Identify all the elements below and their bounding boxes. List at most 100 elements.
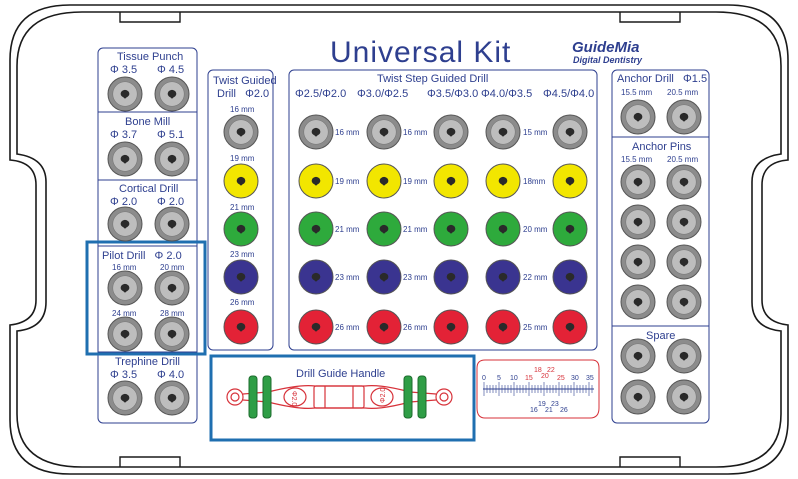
ruler-top-10: 10	[510, 375, 518, 382]
twist-step-socket-r5c2[interactable]	[366, 309, 402, 345]
ruler-top-30: 30	[571, 375, 579, 382]
ruler-top-0: 0	[482, 375, 486, 382]
twist-guided-length-26: 26 mm	[230, 298, 255, 307]
twist-step-socket-r1c2[interactable]	[366, 114, 402, 150]
pilot-drill-b-socket-2[interactable]	[154, 316, 190, 352]
twist-step-socket-r5c1[interactable]	[298, 309, 334, 345]
ruler-bottom-labels: 16 19 21 23 26	[530, 401, 568, 414]
twist-step-socket-r2c2[interactable]	[366, 163, 402, 199]
pilot-drill-a-socket-2[interactable]	[154, 270, 190, 306]
bone-mill-label-2: Φ 5.1	[157, 129, 184, 141]
kit-title: Universal Kit	[330, 36, 511, 69]
twist-guided-socket-4[interactable]	[223, 259, 259, 295]
anchor-pins-socket-1-b[interactable]	[666, 164, 702, 200]
twist-step-diameter-5: Φ4.5/Φ4.0	[543, 88, 594, 100]
twist-step-socket-r1c3[interactable]	[433, 114, 469, 150]
twist-step-socket-r1c1[interactable]	[298, 114, 334, 150]
spare-socket-1-b[interactable]	[666, 338, 702, 374]
twist-step-socket-r2c1[interactable]	[298, 163, 334, 199]
anchor-drill-label-1: 15.5 mm	[621, 88, 652, 97]
trephine-drill-socket-1[interactable]	[107, 380, 143, 416]
anchor-pins-socket-3-a[interactable]	[620, 244, 656, 280]
right-column	[611, 69, 710, 424]
trephine-drill-socket-2[interactable]	[154, 380, 190, 416]
tissue-punch-socket-1[interactable]	[107, 76, 143, 112]
twist-guided-socket-2[interactable]	[223, 163, 259, 199]
pilot-drill-a-socket-1[interactable]	[107, 270, 143, 306]
twist-step-socket-r4c5[interactable]	[552, 259, 588, 295]
cortical-drill-socket-1[interactable]	[107, 206, 143, 242]
ruler-bottom-19: 19	[538, 401, 546, 408]
twist-step-socket-r2c5[interactable]	[552, 163, 588, 199]
tissue-punch-socket-2[interactable]	[154, 76, 190, 112]
ruler-bottom-16: 16	[530, 407, 538, 414]
ruler-top-22: 22	[547, 367, 555, 374]
twist-step-socket-r4c2[interactable]	[366, 259, 402, 295]
drill-guide-handle-title: Drill Guide Handle	[296, 368, 385, 380]
twist-step-diameter-3: Φ3.5/Φ3.0	[427, 88, 478, 100]
anchor-drill-socket-2[interactable]	[666, 99, 702, 135]
anchor-pins-socket-2-b[interactable]	[666, 204, 702, 240]
pilot-drill-title: Pilot Drill Φ 2.0	[102, 250, 182, 262]
cortical-drill-label-1: Φ 2.0	[110, 196, 137, 208]
anchor-pins-socket-1-a[interactable]	[620, 164, 656, 200]
twist-step-socket-r4c3[interactable]	[433, 259, 469, 295]
twist-step-socket-r1c5[interactable]	[552, 114, 588, 150]
step-label-r4c3: 22 mm	[523, 273, 548, 282]
twist-step-socket-r4c4[interactable]	[485, 259, 521, 295]
anchor-pins-socket-4-a[interactable]	[620, 284, 656, 320]
anchor-pins-socket-4-b[interactable]	[666, 284, 702, 320]
cortical-drill-title: Cortical Drill	[119, 183, 178, 195]
step-label-r5c2: 26 mm	[403, 323, 428, 332]
twist-step-diameter-1: Φ2.5/Φ2.0	[295, 88, 346, 100]
twist-guided-socket-1[interactable]	[223, 114, 259, 150]
twist-step-socket-r5c4[interactable]	[485, 309, 521, 345]
step-label-r3c2: 21 mm	[403, 225, 428, 234]
pilot-drill-b-socket-1[interactable]	[107, 316, 143, 352]
spare-socket-1-a[interactable]	[620, 338, 656, 374]
anchor-pins-label-1: 15.5 mm	[621, 155, 652, 164]
twist-step-socket-r2c3[interactable]	[433, 163, 469, 199]
anchor-pins-socket-2-a[interactable]	[620, 204, 656, 240]
twist-guided-socket-3[interactable]	[223, 211, 259, 247]
anchor-pins-socket-3-b[interactable]	[666, 244, 702, 280]
twist-step-socket-r4c1[interactable]	[298, 259, 334, 295]
ruler-ticks	[483, 382, 593, 396]
left-column	[97, 47, 198, 424]
twist-step-socket-r2c4[interactable]	[485, 163, 521, 199]
brand-subtitle: Digital Dentistry	[573, 55, 643, 65]
cortical-drill-socket-2[interactable]	[154, 206, 190, 242]
bone-mill-socket-2[interactable]	[154, 141, 190, 177]
spare-socket-2-b[interactable]	[666, 379, 702, 415]
twist-step-socket-r1c4[interactable]	[485, 114, 521, 150]
ruler-top-18: 18	[534, 367, 542, 374]
twist-step-socket-r3c5[interactable]	[552, 211, 588, 247]
step-label-r5c1: 26 mm	[335, 323, 360, 332]
twist-guided-title-1: Twist Guided	[213, 75, 277, 87]
pilot-drill-label-28: 28 mm	[160, 309, 185, 318]
twist-step-socket-r3c4[interactable]	[485, 211, 521, 247]
ruler-bottom-21: 21	[545, 407, 553, 414]
tray-notches	[119, 12, 681, 467]
spare-socket-2-a[interactable]	[620, 379, 656, 415]
twist-step-socket-r3c1[interactable]	[298, 211, 334, 247]
twist-guided-length-21: 21 mm	[230, 203, 255, 212]
twist-step-socket-r5c3[interactable]	[433, 309, 469, 345]
twist-step-socket-r3c3[interactable]	[433, 211, 469, 247]
twist-step-socket-r3c2[interactable]	[366, 211, 402, 247]
anchor-drill-title: Anchor Drill Φ1.5	[617, 73, 707, 85]
drill-guide-handle[interactable]: Φ2.0 Φ2.0	[226, 375, 453, 419]
twist-guided-socket-5[interactable]	[223, 309, 259, 345]
twist-guided-title-2: Drill Φ2.0	[217, 88, 269, 100]
depth-ruler: 0 5 10 15 18 20 22 25 30 35 16 19 21 23 …	[476, 359, 600, 419]
step-label-r5c3: 25 mm	[523, 323, 548, 332]
anchor-drill-socket-1[interactable]	[620, 99, 656, 135]
twist-step-socket-r5c5[interactable]	[552, 309, 588, 345]
twist-guided-panel	[207, 69, 274, 351]
socket-group	[107, 76, 702, 416]
bone-mill-socket-1[interactable]	[107, 141, 143, 177]
twist-guided-length-19: 19 mm	[230, 154, 255, 163]
ruler-top-labels: 0 5 10 15 18 20 22 25 30 35	[482, 367, 594, 382]
ruler-top-5: 5	[497, 375, 501, 382]
